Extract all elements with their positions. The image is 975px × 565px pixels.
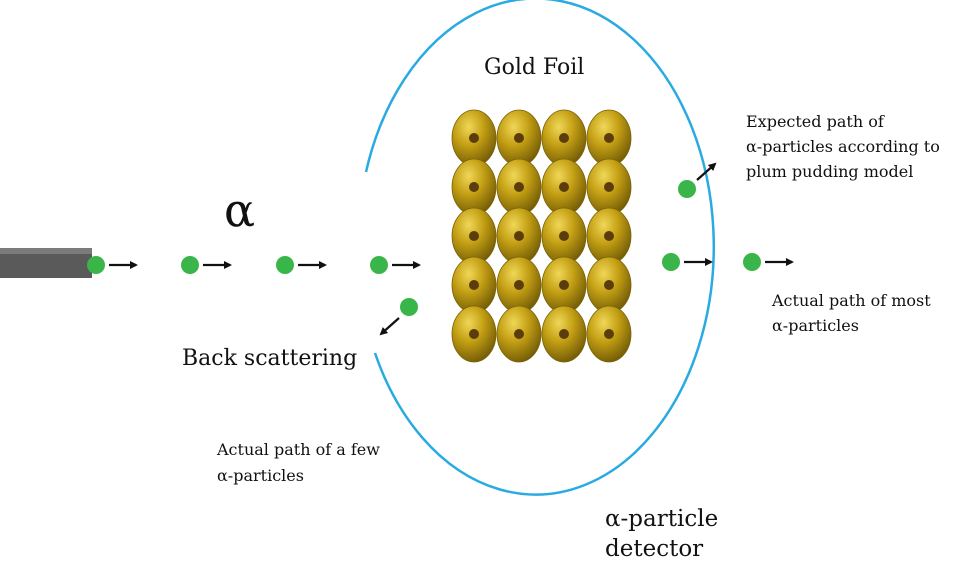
nucleus-icon — [559, 182, 569, 192]
detector-line-2: detector — [605, 536, 703, 562]
nucleus-icon — [559, 280, 569, 290]
nucleus-icon — [559, 231, 569, 241]
gold-atom-icon — [586, 305, 632, 363]
alpha-particle-icon — [400, 298, 418, 316]
nucleus-icon — [469, 133, 479, 143]
alpha-particles — [87, 162, 794, 336]
alpha-source-icon — [0, 248, 92, 278]
nucleus-icon — [514, 329, 524, 339]
gold-foil-label: Gold Foil — [484, 55, 584, 80]
expected-path-line-3: plum pudding model — [746, 162, 913, 181]
gold-atom-icon — [586, 109, 632, 167]
gold-atom-icon — [586, 158, 632, 216]
back-scattering-label: Back scattering — [182, 346, 357, 371]
actual-most-line-1: Actual path of most — [771, 291, 931, 310]
nucleus-icon — [514, 182, 524, 192]
gold-atom-icon — [496, 305, 542, 363]
alpha-particle-icon — [662, 253, 680, 271]
gold-atom-icon — [451, 207, 497, 265]
gold-atom-icon — [541, 305, 587, 363]
nucleus-icon — [469, 231, 479, 241]
gold-foil — [451, 109, 632, 363]
alpha-symbol: α — [224, 183, 255, 237]
expected-path-line-2: α-particles according to — [746, 137, 940, 156]
gold-atom-icon — [586, 256, 632, 314]
gold-atom-icon — [451, 256, 497, 314]
nucleus-icon — [469, 280, 479, 290]
actual-most-label: Actual path of most α-particles — [771, 291, 936, 335]
gold-atom-icon — [451, 305, 497, 363]
backscatter-arrow-icon — [379, 317, 400, 336]
gold-atom-icon — [496, 109, 542, 167]
nucleus-icon — [604, 182, 614, 192]
expected-path-label: Expected path of α-particles according t… — [746, 112, 945, 181]
nucleus-icon — [514, 280, 524, 290]
gold-atom-icon — [496, 158, 542, 216]
actual-most-line-2: α-particles — [772, 316, 859, 335]
deflected-arrow-icon — [696, 162, 717, 181]
nucleus-icon — [604, 133, 614, 143]
actual-few-line-2: α-particles — [217, 466, 304, 485]
alpha-particle-icon — [678, 180, 696, 198]
alpha-particle-icon — [181, 256, 199, 274]
gold-atom-icon — [541, 158, 587, 216]
nucleus-icon — [559, 133, 569, 143]
detector-ring — [364, 0, 716, 496]
detector-line-1: α-particle — [605, 506, 718, 532]
alpha-particle-icon — [743, 253, 761, 271]
gold-atom-icon — [451, 109, 497, 167]
alpha-particle-icon — [276, 256, 294, 274]
gold-atom-icon — [496, 256, 542, 314]
alpha-particle-icon — [87, 256, 105, 274]
gold-atom-icon — [541, 207, 587, 265]
nucleus-icon — [604, 329, 614, 339]
gold-atom-icon — [496, 207, 542, 265]
expected-path-line-1: Expected path of — [746, 112, 885, 131]
gold-atom-icon — [451, 158, 497, 216]
actual-few-label: Actual path of a few α-particles — [216, 440, 385, 485]
actual-few-line-1: Actual path of a few — [216, 440, 380, 459]
nucleus-icon — [469, 329, 479, 339]
nucleus-icon — [514, 231, 524, 241]
gold-atom-icon — [541, 109, 587, 167]
nucleus-icon — [559, 329, 569, 339]
nucleus-icon — [604, 280, 614, 290]
nucleus-icon — [514, 133, 524, 143]
gold-atom-icon — [586, 207, 632, 265]
gold-atom-icon — [541, 256, 587, 314]
alpha-particle-icon — [370, 256, 388, 274]
nucleus-icon — [469, 182, 479, 192]
detector-label: α-particle detector — [605, 506, 726, 562]
nucleus-icon — [604, 231, 614, 241]
